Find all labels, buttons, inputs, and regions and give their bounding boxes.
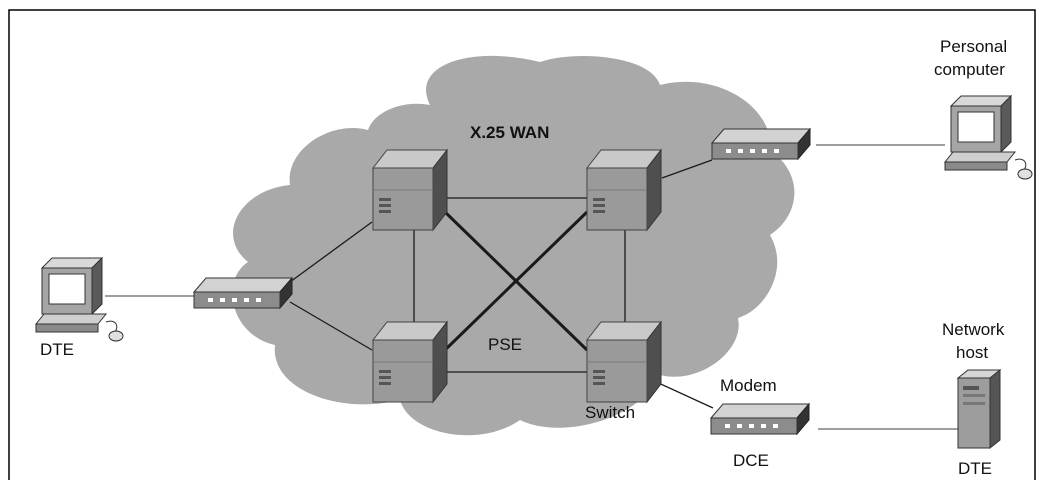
- personal-computer-label-line1: Personal: [940, 37, 1007, 56]
- server-icon: [956, 368, 1002, 450]
- link-switch-tr-bl: [443, 210, 589, 352]
- link-switch-tr-modem-top: [661, 159, 713, 179]
- pse-label: PSE: [488, 335, 522, 354]
- network-host-label-line1: Network: [942, 320, 1005, 339]
- switch-icon: [586, 321, 662, 403]
- x25-wan-cloud: [232, 55, 795, 436]
- personal-computer-label-line2: computer: [934, 60, 1005, 79]
- computer-icon: [35, 257, 124, 342]
- network-links: [105, 144, 958, 430]
- switch-icon: [372, 149, 448, 231]
- link-modem-left-switch-tl: [289, 221, 373, 283]
- switch-icon: [372, 321, 448, 403]
- modem-label: Modem: [720, 376, 777, 395]
- modem-icon: [710, 403, 810, 435]
- modem-icon: [711, 128, 811, 160]
- computer-icon: [944, 95, 1033, 180]
- wan-title: X.25 WAN: [470, 123, 549, 142]
- dte-right-label: DTE: [958, 459, 992, 478]
- dce-label: DCE: [733, 451, 769, 470]
- switch-icon: [586, 149, 662, 231]
- diagram-border: [8, 9, 1036, 480]
- network-host-label-line2: host: [956, 343, 988, 362]
- link-modem-left-switch-bl: [289, 301, 373, 351]
- modem-icon: [193, 277, 293, 309]
- dte-left-label: DTE: [40, 340, 74, 359]
- switch-label: Switch: [585, 403, 635, 422]
- link-switch-br-modem: [651, 379, 714, 409]
